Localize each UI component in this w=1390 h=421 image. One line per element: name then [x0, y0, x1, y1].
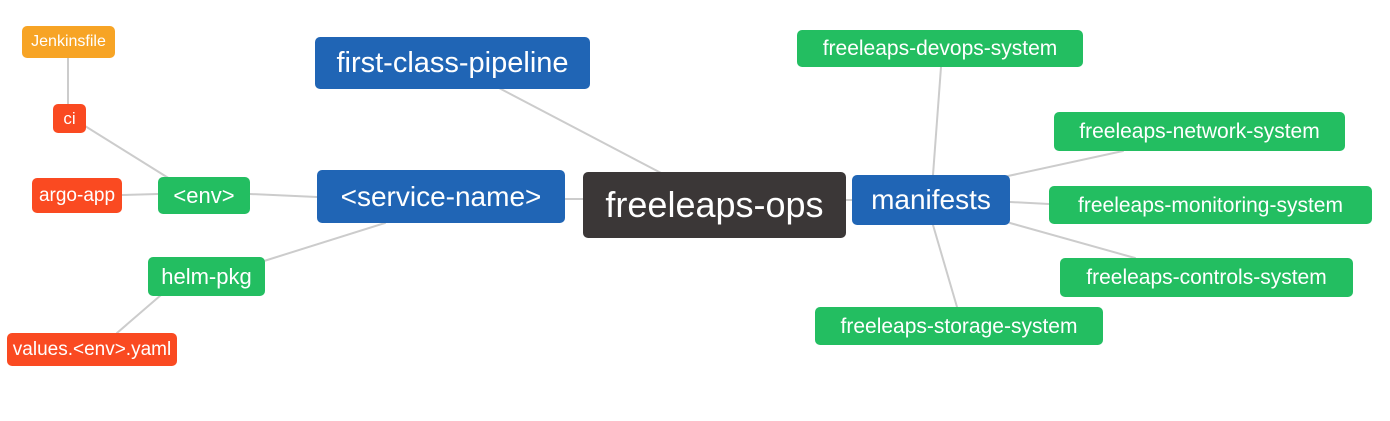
node-first-class-pipeline[interactable]: first-class-pipeline: [315, 37, 590, 89]
node-freeleaps-controls-system[interactable]: freeleaps-controls-system: [1060, 258, 1353, 297]
node-helm-pkg[interactable]: helm-pkg: [148, 257, 265, 296]
node-jenkinsfile[interactable]: Jenkinsfile: [22, 26, 115, 58]
node-argo-app[interactable]: argo-app: [32, 178, 122, 213]
edge-helm-pkg-service-name: [263, 222, 386, 262]
node-manifests[interactable]: manifests: [852, 175, 1010, 225]
edge-first-class-pipeline-freeleaps-ops: [498, 87, 664, 175]
edge-manifests-freeleaps-controls-system: [1009, 222, 1136, 259]
node-values-env-yaml[interactable]: values.<env>.yaml: [7, 333, 177, 366]
node-ci[interactable]: ci: [53, 104, 86, 133]
edge-env-service-name: [249, 193, 318, 198]
node-freeleaps-devops-system[interactable]: freeleaps-devops-system: [797, 30, 1083, 67]
edge-manifests-freeleaps-storage-system: [932, 224, 958, 308]
edge-values-env-yaml-helm-pkg: [116, 294, 162, 334]
node-freeleaps-ops[interactable]: freeleaps-ops: [583, 172, 846, 238]
node-freeleaps-storage-system[interactable]: freeleaps-storage-system: [815, 307, 1103, 345]
edge-argo-app-env: [121, 193, 159, 196]
edge-manifests-freeleaps-monitoring-system: [1009, 201, 1050, 205]
edge-ci-env: [84, 125, 171, 180]
node-service-name[interactable]: <service-name>: [317, 170, 565, 223]
node-freeleaps-network-system[interactable]: freeleaps-network-system: [1054, 112, 1345, 151]
edge-manifests-freeleaps-network-system: [1007, 150, 1124, 177]
edge-manifests-freeleaps-devops-system: [932, 66, 942, 176]
node-env[interactable]: <env>: [158, 177, 250, 214]
node-freeleaps-monitoring-system[interactable]: freeleaps-monitoring-system: [1049, 186, 1372, 224]
